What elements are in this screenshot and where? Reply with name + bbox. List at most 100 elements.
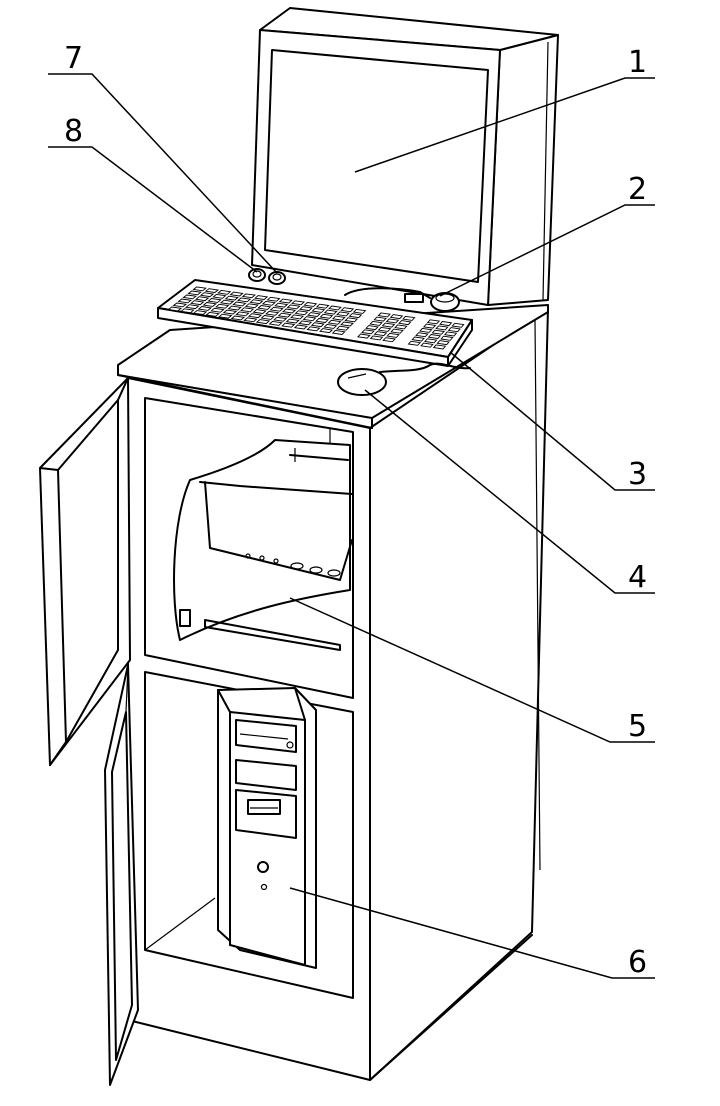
keyboard-key	[199, 292, 215, 298]
mouse	[337, 362, 471, 396]
keyboard-key	[386, 332, 400, 338]
keyboard-key	[249, 299, 264, 305]
keyboard	[157, 279, 473, 367]
keyboard-key	[177, 298, 192, 304]
keyboard-key	[254, 295, 269, 300]
keyboard-key	[335, 325, 350, 331]
keyboard-key	[398, 320, 412, 326]
keyboard-key	[243, 317, 258, 323]
keyboard-key	[365, 325, 379, 331]
keyboard-key	[207, 298, 222, 303]
keyboard-key	[315, 303, 330, 309]
keyboard-key	[306, 326, 321, 332]
keyboard-key	[439, 321, 453, 327]
keyboard-key	[187, 290, 202, 296]
keyboard-key	[194, 296, 210, 302]
keyboard-key	[167, 306, 183, 312]
keyboard-key	[419, 327, 433, 333]
monitor	[251, 7, 559, 306]
keyboard-key	[269, 306, 284, 312]
cabinet	[117, 304, 549, 1081]
keyboard-key	[302, 316, 317, 322]
callout-3: 3	[628, 457, 647, 492]
keyboard-key	[310, 322, 325, 328]
keyboard-key	[278, 298, 293, 304]
keyboard-key	[230, 315, 246, 321]
keyboard-key	[331, 329, 346, 335]
keyboard-key	[381, 322, 396, 328]
keyboard-key	[328, 305, 342, 311]
keyboard-key	[274, 302, 289, 308]
keyboard-key	[394, 324, 408, 330]
callout-7: 7	[64, 41, 83, 76]
keyboard-key	[336, 311, 350, 317]
keyboard-key	[422, 323, 437, 329]
keyboard-key	[307, 312, 321, 317]
keyboard-key	[219, 299, 235, 305]
keyboard-key	[281, 322, 296, 328]
keyboard-key	[444, 331, 458, 337]
upper-door	[39, 377, 131, 766]
keyboard-key	[172, 302, 188, 308]
keyboard-key	[247, 313, 263, 319]
keyboard-key	[315, 318, 329, 323]
callout-8: 8	[64, 114, 83, 149]
keyboard-key	[299, 306, 313, 312]
keyboard-key	[235, 311, 250, 317]
keyboard-key	[229, 291, 244, 297]
keyboard-key	[389, 314, 404, 320]
keyboard-key	[356, 333, 371, 339]
keyboard-key	[344, 317, 359, 323]
keyboard-key	[361, 329, 375, 335]
keyboard-key	[407, 340, 422, 346]
keyboard-key	[294, 310, 309, 316]
keyboard-key	[411, 336, 425, 342]
keyboard-key	[390, 328, 404, 334]
keyboard-key	[323, 323, 338, 329]
keyboard-key	[377, 312, 391, 318]
keyboard-key	[192, 286, 207, 292]
keyboard-key	[385, 318, 400, 324]
keyboard-key	[340, 321, 354, 327]
callout-1: 1	[628, 45, 647, 80]
keyboard-key	[244, 303, 259, 309]
keyboard-key	[240, 307, 255, 313]
keyboard-key	[266, 296, 281, 302]
callout-5: 5	[628, 709, 647, 744]
callout-labels: 1 2 3 4 5 6 7 8	[64, 41, 647, 980]
pc-tower	[217, 687, 317, 969]
keyboard-key	[440, 335, 454, 341]
keyboard-key	[402, 315, 416, 321]
keyboard-key	[227, 305, 242, 311]
keyboard-key	[424, 338, 438, 344]
keyboard-key	[285, 318, 300, 324]
keyboard-key	[237, 297, 252, 303]
keyboard-key	[252, 309, 267, 314]
keyboard-key	[268, 320, 283, 326]
keyboard-key	[373, 331, 388, 337]
keyboard-key	[273, 316, 288, 322]
keyboard-key	[182, 294, 197, 300]
keyboard-key	[185, 304, 200, 310]
keyboard-key	[260, 315, 275, 320]
keyboard-key	[427, 334, 442, 339]
keyboard-key	[222, 309, 238, 315]
keyboard-key	[382, 337, 396, 343]
keyboard-key	[265, 310, 280, 316]
keyboard-key	[431, 329, 445, 335]
keyboard-key	[241, 293, 256, 299]
panel-buttons	[248, 268, 286, 285]
keyboard-key	[447, 327, 461, 333]
keyboard-key	[369, 320, 383, 326]
keyboard-key	[373, 316, 387, 322]
keyboard-key	[293, 324, 308, 330]
keyboard-keys	[167, 286, 465, 350]
keyboard-key	[303, 302, 318, 307]
keyboard-key	[331, 315, 346, 321]
keyboard-key	[224, 295, 239, 301]
keyboard-key	[426, 319, 441, 325]
keyboard-key	[327, 319, 342, 325]
keyboard-key	[277, 312, 292, 318]
keyboard-key	[415, 332, 429, 338]
